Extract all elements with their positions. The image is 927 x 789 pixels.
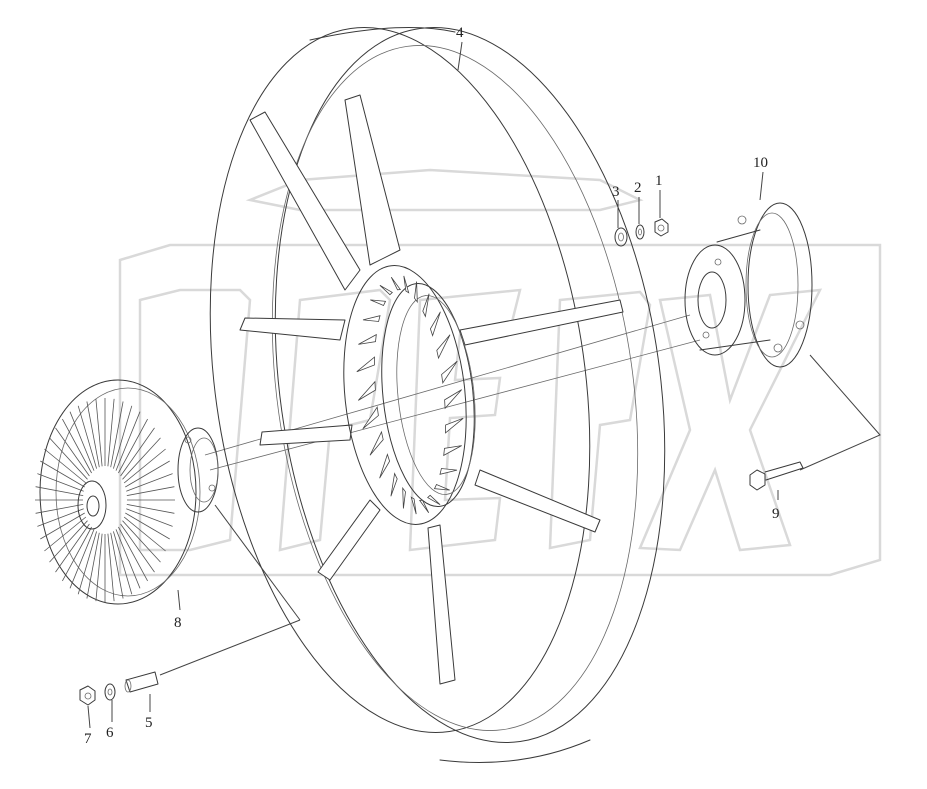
hub-tooth [390,472,398,497]
clutch-fin [113,405,133,469]
fan-hub-teeth [356,275,464,515]
clutch-fin [126,504,175,514]
clutch-fin [62,526,92,582]
clutch-fin [107,533,115,602]
nut-part-7 [79,685,96,706]
hub-tooth [402,486,406,509]
clutch-fin [37,508,84,527]
clutch-fin [126,486,175,496]
clutch-fin [55,427,90,477]
leader-lines [87,41,881,729]
fan-clutch [35,379,219,605]
hub-tooth [379,453,391,479]
bolt-part-9 [749,461,804,491]
clutch-fin [115,529,141,589]
clutch-fin [95,398,103,467]
callout-7: 7 [84,731,92,747]
clutch-fin [115,411,141,471]
clutch-fin [49,520,88,563]
clutch-fin [110,401,124,468]
hub-tooth [370,299,387,307]
clutch-fin [118,418,148,474]
clutch-fin [95,533,103,602]
hub-tooth [445,417,464,434]
hub-tooth [443,445,462,457]
nut-part-1 [654,218,669,237]
clutch-fin [69,529,95,589]
hub-tooth [362,315,381,322]
clutch-fin [77,531,97,595]
hub-tooth [358,380,376,401]
hub-tooth [356,356,375,373]
hub-tooth [436,334,451,360]
hub-tooth [362,406,379,430]
clutch-fin [107,398,115,467]
clutch-fin [125,460,170,488]
stud-part-5 [124,671,159,693]
clutch-fin [35,504,84,514]
clutch-fin [77,405,97,469]
hub-tooth [429,311,441,337]
hub-tooth [439,468,458,475]
hub-tooth [444,389,462,410]
hub-tooth [403,275,410,294]
hub-tooth [410,496,417,515]
clutch-fin [40,460,85,488]
clutch-fin [110,532,124,599]
hub-tooth [427,494,441,506]
hub-tooth [379,284,393,296]
hub-tooth [369,430,384,456]
clutch-fin [118,526,148,582]
clutch-fin [120,523,155,573]
callout-1: 1 [655,173,663,189]
clutch-fin [123,516,166,552]
washer-part-3 [614,227,628,247]
watermark-logo [118,168,882,577]
hub-tooth [441,360,458,384]
clutch-fin [44,448,87,484]
clutch-fin [40,512,85,540]
clutch-fin [113,531,133,595]
fan-clutch-fins [35,398,175,602]
callout-6: 6 [106,725,114,741]
callout-5: 5 [145,715,153,731]
clutch-fin [86,532,100,599]
hub-tooth [390,276,402,291]
fan-wheel [209,27,666,763]
clutch-fin [62,418,92,474]
clutch-fin [37,473,84,492]
callout-2: 2 [634,180,642,196]
hub-tooth [422,293,430,318]
clutch-fin [44,516,87,552]
hub-tooth [418,499,430,514]
clutch-fin [86,401,100,468]
hub-tooth [433,483,450,491]
clutch-fin [55,523,90,573]
callout-9: 9 [772,506,780,522]
hub-tooth [414,281,418,304]
clutch-fin [126,473,173,492]
callout-8: 8 [174,615,182,631]
clutch-fin [49,437,88,480]
clutch-fin [123,448,166,484]
clutch-fin [69,411,95,471]
clutch-fin [35,486,84,496]
hub-tooth [358,333,377,345]
clutch-fin [126,508,173,527]
clutch-fin [122,520,161,563]
washer-part-6 [104,683,116,701]
callout-4: 4 [456,25,464,41]
clutch-fin [125,512,170,540]
callout-3: 3 [612,184,620,200]
clutch-fin [120,427,155,477]
washer-part-2 [635,224,645,240]
clutch-fin [122,437,161,480]
callout-10: 10 [753,155,768,171]
fan-spacer [684,202,813,368]
callout-labels: 1 2 3 4 5 6 7 8 9 10 [84,25,780,747]
